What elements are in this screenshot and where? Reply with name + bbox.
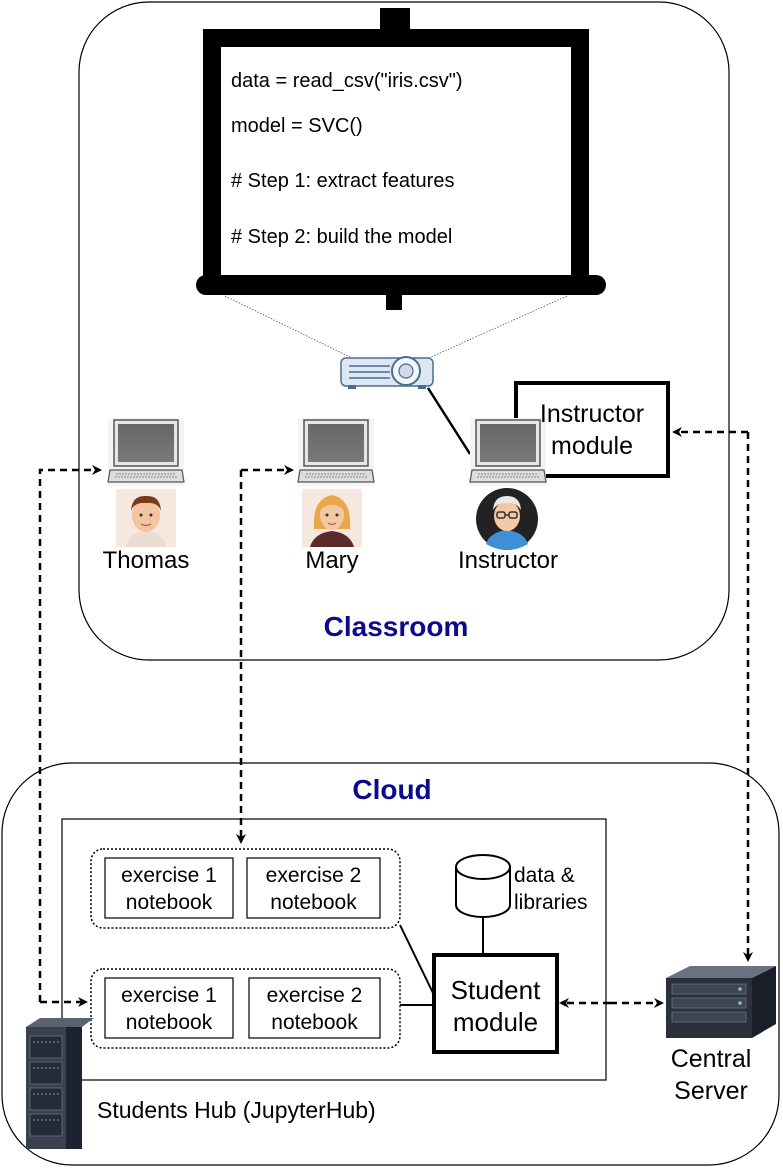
person-name-mary: Mary [305,547,359,574]
projector-icon [340,356,434,389]
central-server-label: Central Server [670,1045,752,1105]
instructor-module-label: Instructor module [539,400,645,460]
code-line-4: # Step 2: build the model [231,226,453,248]
code-line-2: model = SVC() [231,115,363,137]
notebook-box [104,977,234,1039]
cloud-title: Cloud [352,774,432,805]
database-icon [455,854,511,918]
server-rack-icon [26,1018,94,1149]
notebook-label: exercise 2 notebook [265,864,362,914]
laptop-icon [297,418,375,486]
data-libraries-label: data & libraries [514,864,588,914]
laptop-icon [107,418,185,486]
notebook-box [246,857,381,919]
notebook-box [104,857,234,919]
male-avatar-icon [116,489,176,547]
female-avatar-icon [302,489,362,547]
student-module-label: Student module [450,975,541,1037]
server-icon [666,966,776,1038]
notebook-label: exercise 2 notebook [266,984,363,1034]
person-name-thomas: Thomas [102,547,190,574]
classroom-title: Classroom [323,611,469,642]
notebook-label: exercise 1 notebook [121,864,217,914]
instructor-avatar-icon [476,488,538,550]
code-line-1: data = read_csv("iris.csv") [231,70,463,92]
notebook-box [248,977,381,1039]
person-name-instructor: Instructor [457,547,559,574]
projection-screen [196,8,606,310]
student-module-box [432,953,559,1054]
code-line-3: # Step 1: extract features [231,170,455,192]
students-hub-label: Students Hub (JupyterHub) [97,1097,376,1123]
notebook-label: exercise 1 notebook [121,984,217,1034]
